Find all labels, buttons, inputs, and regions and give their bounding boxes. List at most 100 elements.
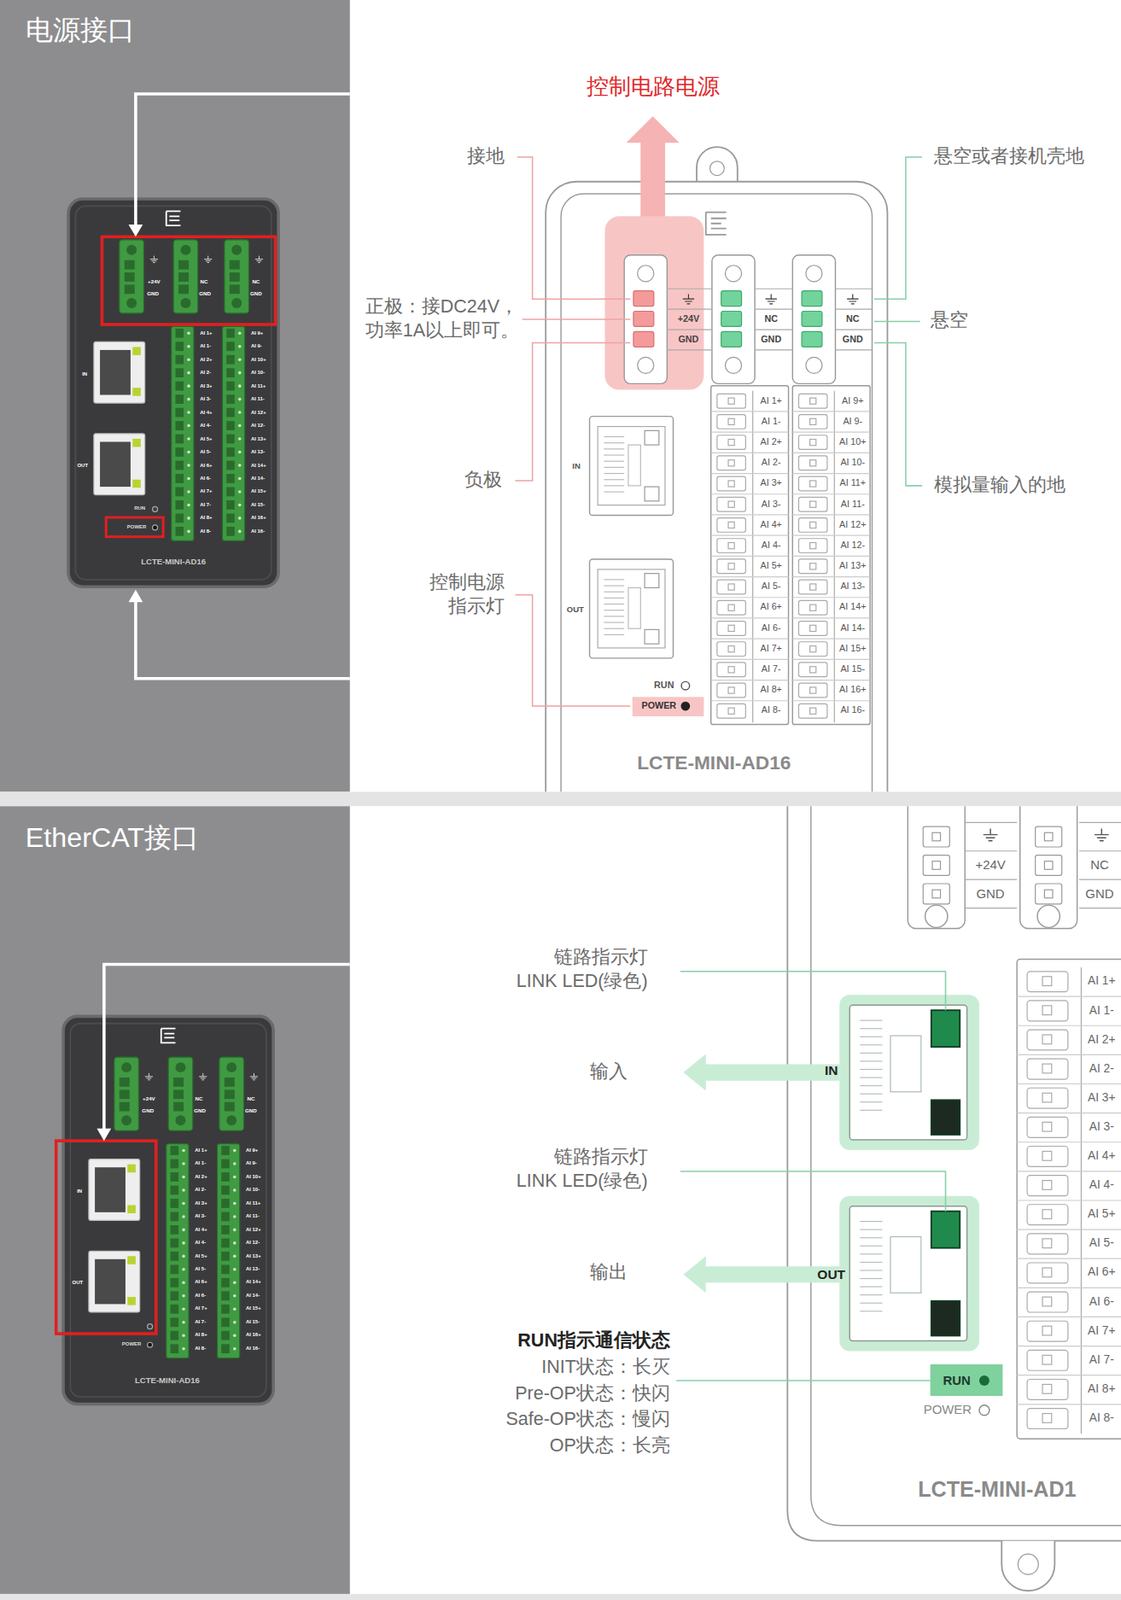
pin-label: GND xyxy=(193,1107,206,1115)
drawing-part xyxy=(181,1294,186,1298)
drawing-part xyxy=(233,1333,237,1338)
led-label: POWER xyxy=(641,700,677,713)
drawing-part xyxy=(717,496,746,512)
drawing-part xyxy=(859,1285,882,1287)
drawing-part xyxy=(717,393,746,409)
drawing-part xyxy=(175,381,184,392)
callout-text: 输出 xyxy=(589,1261,628,1285)
drawing-part xyxy=(792,617,870,619)
pin-label: AI 5+ xyxy=(194,1253,207,1261)
drawing-part xyxy=(147,1342,153,1348)
drawing-part xyxy=(1044,889,1053,899)
pin-label: AI 10- xyxy=(840,456,865,469)
model-name: LCTE-MINI-AD16 xyxy=(140,556,206,567)
pin-label: AI 7- xyxy=(1089,1352,1115,1368)
drawing-part xyxy=(233,1347,237,1351)
drawing-part xyxy=(233,1255,237,1259)
drawing-part xyxy=(680,1171,946,1212)
drawing-part xyxy=(221,1237,230,1248)
pin-label: AI 9+ xyxy=(841,395,864,408)
drawing-part xyxy=(170,1225,180,1235)
drawing-part xyxy=(221,1251,230,1262)
pin-label: AI 14+ xyxy=(245,1278,262,1286)
drawing-part xyxy=(810,460,817,467)
drawing-part xyxy=(728,439,735,446)
pin-label: AI 4+ xyxy=(760,519,783,532)
pin-label: AI 16- xyxy=(840,704,865,717)
drawing-part xyxy=(1020,805,1078,929)
drawing-part xyxy=(711,700,789,701)
pin-label: AI 4+ xyxy=(1087,1148,1116,1164)
drawing-part xyxy=(238,463,242,468)
logo xyxy=(706,212,727,235)
drawing-part xyxy=(1094,828,1110,841)
drawing-part xyxy=(711,659,789,660)
pin-label: AI 7+ xyxy=(199,488,212,496)
drawing-part xyxy=(1016,1083,1121,1085)
pin-label: AI 1+ xyxy=(194,1147,207,1155)
drawing-part xyxy=(603,461,625,462)
pin-label: AI 13- xyxy=(251,449,265,456)
drawing-part xyxy=(186,530,191,534)
drawing-part xyxy=(603,597,625,599)
drawing-part xyxy=(1042,1034,1052,1045)
pin-label: AI 10- xyxy=(245,1186,260,1194)
pin-label: AI 4+ xyxy=(199,409,212,417)
drawing-part xyxy=(170,1145,180,1156)
drawing-part xyxy=(798,579,827,595)
drawing-part xyxy=(224,239,250,314)
drawing-part xyxy=(175,434,184,444)
drawing-part xyxy=(180,297,191,309)
callout-text: OP状态：长亮 xyxy=(549,1434,671,1459)
drawing-part xyxy=(603,591,625,593)
pin-label: AI 8+ xyxy=(1087,1381,1116,1397)
drawing-part xyxy=(859,1109,882,1111)
drawing-part xyxy=(221,1185,230,1196)
drawing-part xyxy=(810,646,817,653)
drawing-part xyxy=(728,707,735,714)
callout-text: Pre-OP状态：快闪 xyxy=(514,1382,671,1407)
drawing-part xyxy=(603,454,625,456)
drawing-part xyxy=(119,1077,130,1087)
drawing-part xyxy=(859,1068,882,1070)
drawing-part xyxy=(859,1036,882,1038)
drawing-part xyxy=(711,513,789,515)
drawing-part xyxy=(124,284,135,294)
pin-label: AI 1+ xyxy=(199,330,212,338)
drawing-part xyxy=(170,1251,180,1262)
drawing-part xyxy=(175,447,184,457)
drawing-part xyxy=(181,1241,186,1245)
pin-label: AI 10+ xyxy=(251,356,267,364)
device-housing: LCTE-MINI-AD1 xyxy=(787,805,1121,1541)
drawing-part xyxy=(805,356,823,374)
drawing-part xyxy=(238,450,242,455)
drawing-part xyxy=(181,1149,186,1153)
drawing-part xyxy=(170,1264,180,1274)
callout-text: 正极：接DC24V，功率1A以上即可。 xyxy=(365,295,524,344)
led-label: POWER xyxy=(923,1401,972,1418)
drawing-part xyxy=(229,260,240,270)
drawing-part xyxy=(226,367,235,378)
drawing-part xyxy=(754,328,793,330)
red-frame xyxy=(56,1140,157,1334)
drawing-part xyxy=(226,487,235,497)
callout-text: INIT状态：长灭 xyxy=(541,1355,671,1380)
drawing-part xyxy=(890,1035,922,1092)
drawing-part xyxy=(717,600,746,615)
drawing-part xyxy=(792,596,870,598)
drawing-part xyxy=(859,1052,882,1054)
drawing-part xyxy=(792,410,870,412)
pin-label: AI 11- xyxy=(840,498,865,511)
drawing-part xyxy=(181,1202,186,1206)
pin-label: GND xyxy=(250,290,263,298)
drawing-part xyxy=(1027,1204,1069,1226)
drawing-part xyxy=(754,309,793,310)
drawing-part xyxy=(728,542,735,549)
drawing-part xyxy=(805,265,823,282)
drawing-part xyxy=(683,293,695,304)
drawing-part xyxy=(728,583,735,590)
drawing-part xyxy=(810,563,817,570)
drawing-part xyxy=(859,1076,882,1078)
callout-text: 负极 xyxy=(464,468,503,493)
drawing-part xyxy=(676,1379,930,1382)
